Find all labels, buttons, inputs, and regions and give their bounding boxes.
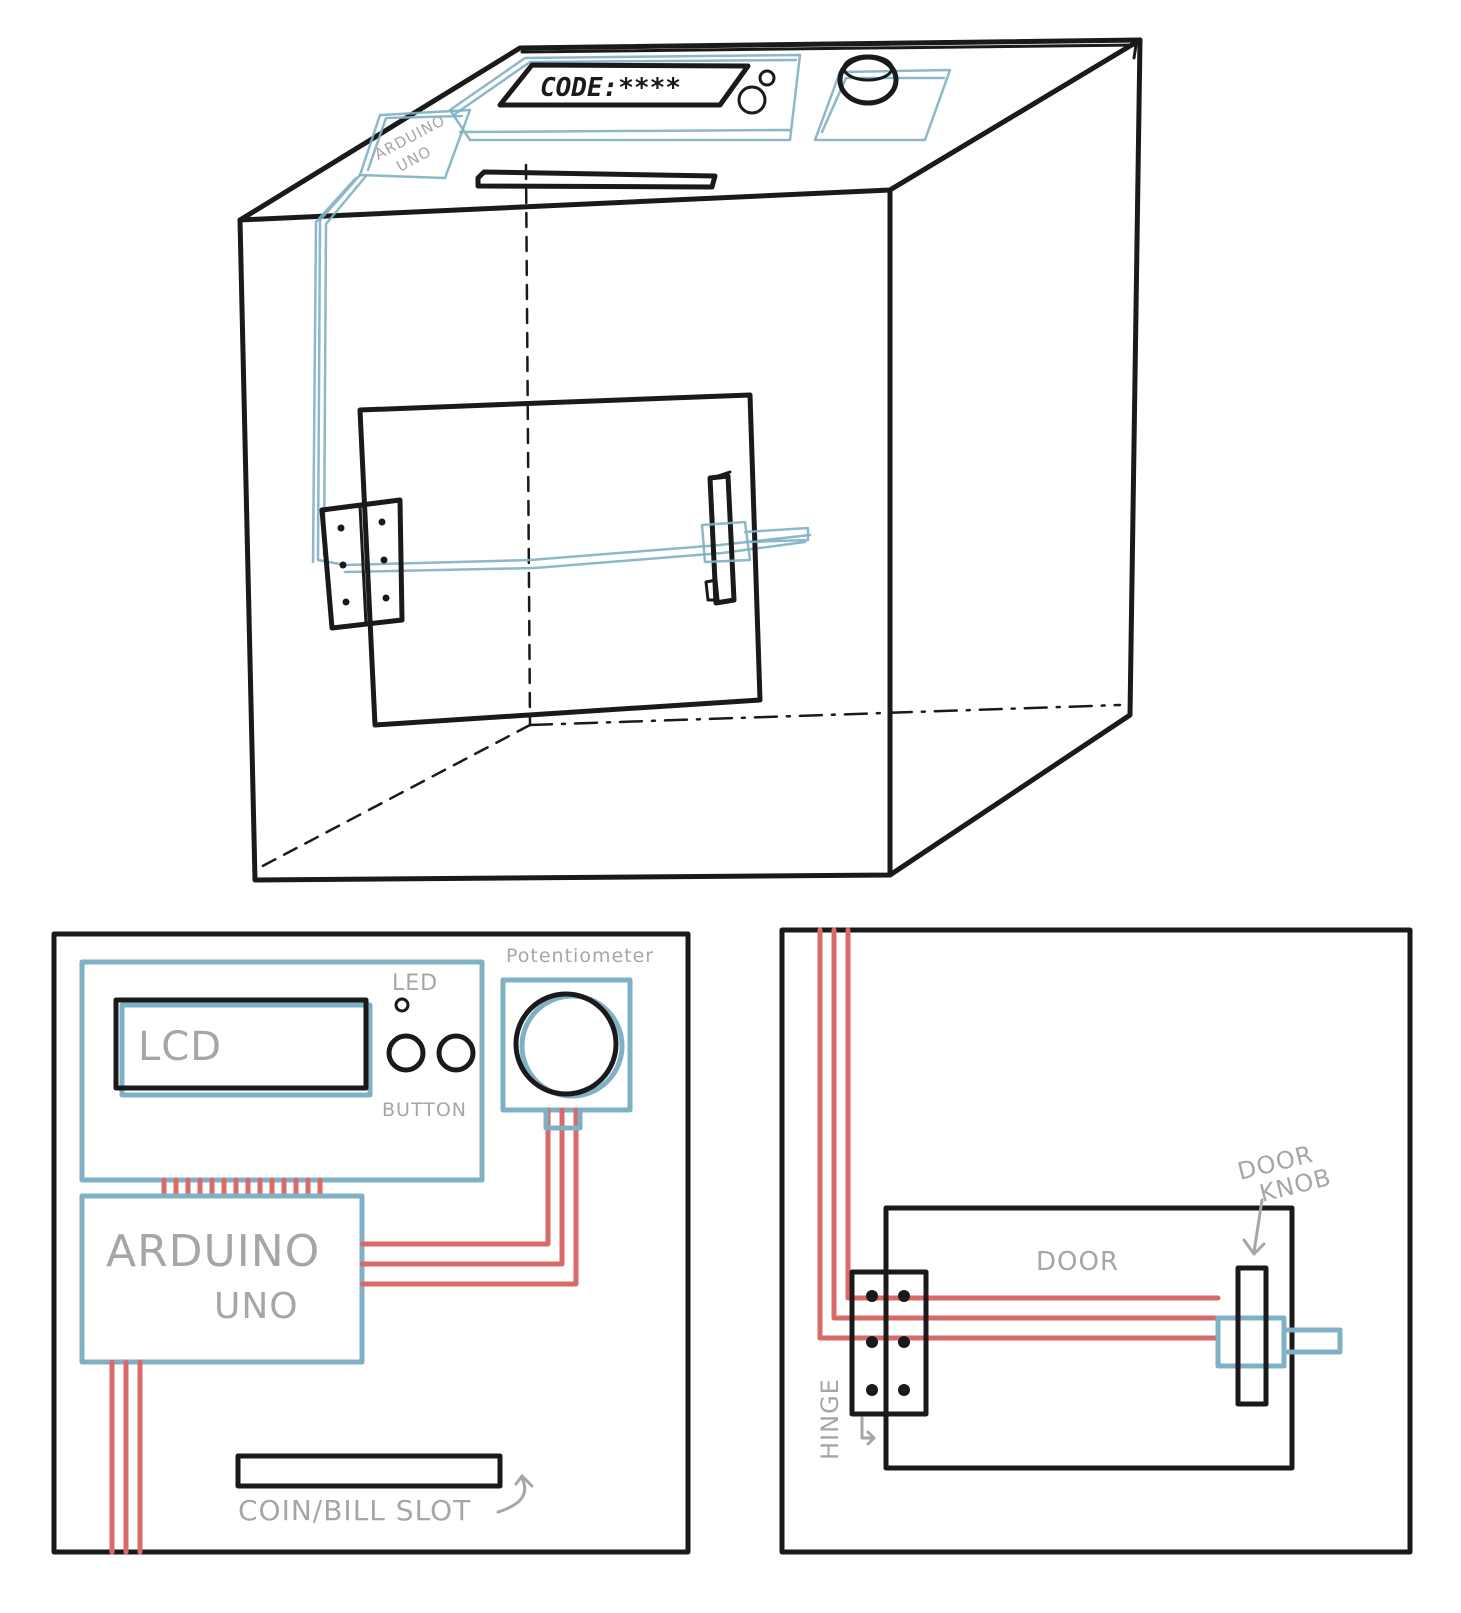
lcd-outline-blue: [119, 1002, 373, 1098]
front-wires: [817, 927, 1221, 1341]
box-front-face: [237, 187, 893, 883]
top-view-frame: [51, 931, 691, 1555]
door-label: DOOR: [1036, 1247, 1119, 1277]
coin-slot: [235, 1453, 503, 1489]
coin-slot-arrow: [496, 1474, 534, 1514]
potentiometer-pins-blue: [543, 1107, 583, 1131]
arduino-label-1: ARDUINO: [106, 1226, 320, 1277]
front-hinge: [319, 497, 405, 631]
hidden-edge-bottom-back: [528, 703, 1122, 727]
latch-housing: [1215, 1315, 1287, 1369]
front-door: [357, 392, 763, 728]
top-view-panel: LCD LED BUTTON Potentiometer ARDUINO UNO: [51, 931, 691, 1555]
top-control-panel: [448, 53, 802, 142]
box-right-face: [887, 37, 1143, 878]
box-top-edge-double: [520, 43, 1138, 60]
front-view-frame: [779, 927, 1413, 1555]
top-coin-slot: [475, 169, 718, 190]
lcd-label: LCD: [138, 1024, 222, 1070]
potentiometer-label: Potentiometer: [506, 945, 654, 967]
button-label: BUTTON: [382, 1099, 467, 1121]
arduino-label-2: UNO: [214, 1286, 299, 1327]
button-right: [436, 1033, 476, 1073]
hidden-edge-vertical: [524, 163, 532, 727]
top-lcd-screen: [497, 62, 751, 108]
top-potentiometer-base: [813, 68, 952, 142]
arduino-board: [79, 1193, 365, 1365]
top-wire-bundle: [311, 173, 812, 574]
top-button: [737, 85, 767, 115]
front-door-knob: [700, 470, 810, 606]
potentiometer-knob: [513, 991, 619, 1097]
hinge-arrow: [860, 1416, 876, 1446]
lcd-screen: [113, 997, 369, 1091]
door: [883, 1205, 1295, 1471]
hidden-edge-bottom-left: [253, 723, 532, 872]
latch-bolt: [1281, 1327, 1343, 1355]
hinge: [849, 1269, 929, 1417]
top-potentiometer-cap: [842, 54, 894, 82]
potentiometer-knob-shadow: [519, 993, 625, 1099]
top-led: [758, 69, 776, 87]
potentiometer-wires: [359, 1107, 579, 1287]
top-arduino-board: [358, 108, 472, 180]
button-left: [386, 1033, 426, 1073]
hinge-screws: [866, 1290, 910, 1396]
door-knob: [1235, 1265, 1269, 1407]
hinge-label: HINGE: [816, 1378, 844, 1460]
led: [394, 997, 410, 1013]
potentiometer-base: [500, 977, 633, 1113]
box-sketch: ARDUINO UNO CODE:****: [237, 37, 1143, 883]
arduino-exit-wires: [109, 1359, 143, 1555]
front-view-panel: DOOR HINGE DOOR KNOB: [779, 927, 1413, 1555]
header-pins: [161, 1177, 323, 1199]
coin-slot-label: COIN/BILL SLOT: [238, 1494, 471, 1527]
led-label: LED: [392, 971, 438, 996]
door-knob-arrow: [1242, 1198, 1266, 1256]
top-lcd-readout: CODE:****: [540, 73, 681, 103]
